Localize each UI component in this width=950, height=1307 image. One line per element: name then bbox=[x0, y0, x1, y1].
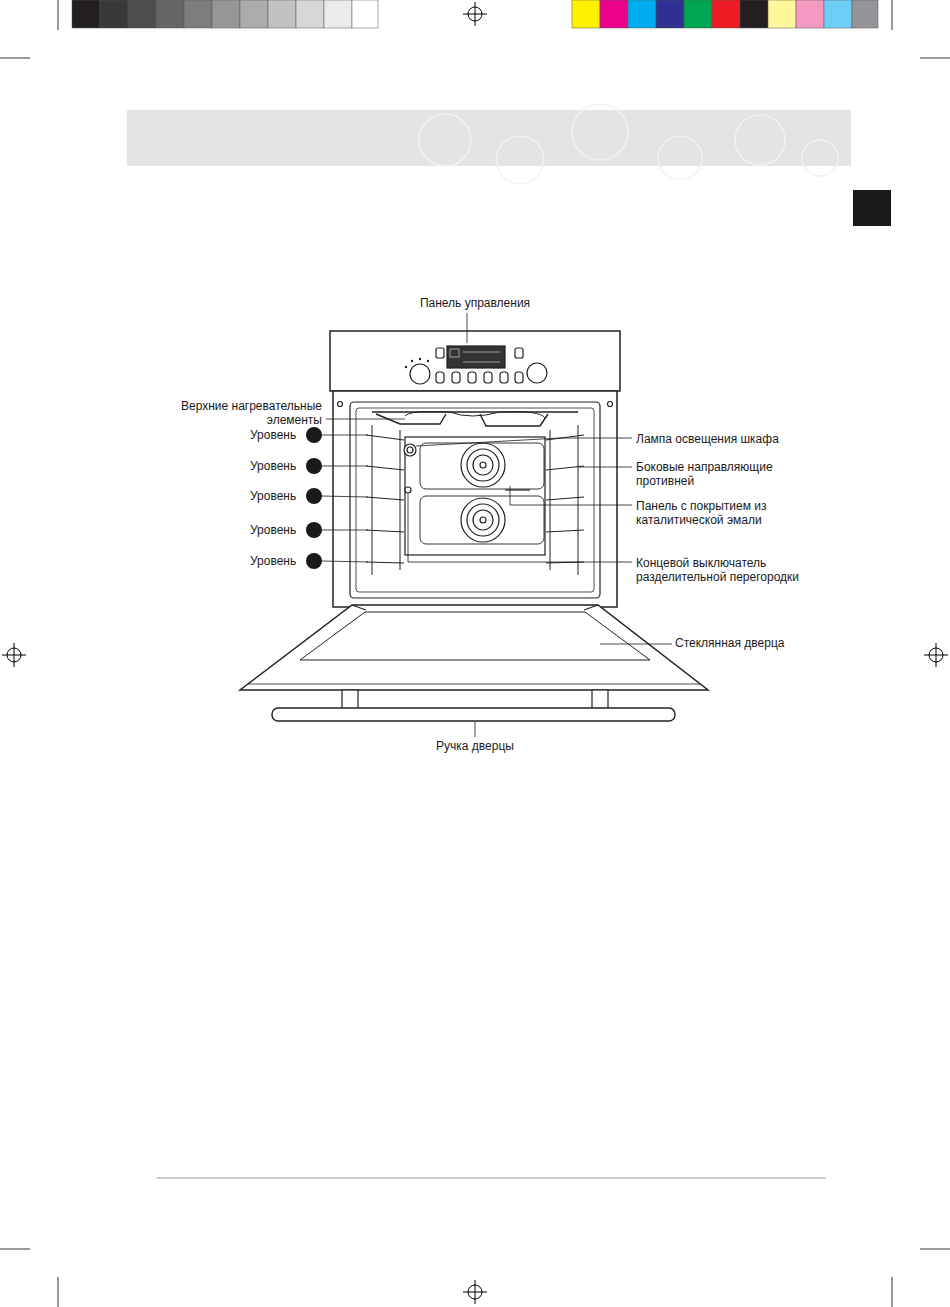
leader-lines bbox=[322, 313, 672, 737]
level-label: Уровень bbox=[250, 428, 305, 442]
level-label: Уровень bbox=[250, 459, 305, 473]
level-label: Уровень bbox=[250, 523, 305, 537]
header-band bbox=[127, 104, 851, 184]
section-tab bbox=[853, 190, 891, 226]
part-label: Концевой выключатель разделительной пере… bbox=[636, 556, 821, 584]
process-color-bar bbox=[572, 0, 878, 28]
part-label: Лампа освещения шкафа bbox=[636, 432, 816, 446]
part-label: Панель управления bbox=[400, 296, 550, 310]
level-label: Уровень bbox=[250, 489, 305, 503]
part-label: Панель с покрытием из каталитической эма… bbox=[636, 499, 786, 527]
level-label: Уровень bbox=[250, 554, 305, 568]
part-label: Верхние нагревательные элементы bbox=[162, 399, 322, 427]
footer-rule bbox=[157, 1178, 826, 1179]
gray-color-bar bbox=[72, 0, 378, 28]
level-markers bbox=[306, 427, 322, 569]
part-label: Боковые направляющие противней bbox=[636, 460, 786, 488]
part-label: Ручка дверцы bbox=[400, 739, 550, 753]
part-label: Стеклянная дверца bbox=[675, 636, 825, 650]
